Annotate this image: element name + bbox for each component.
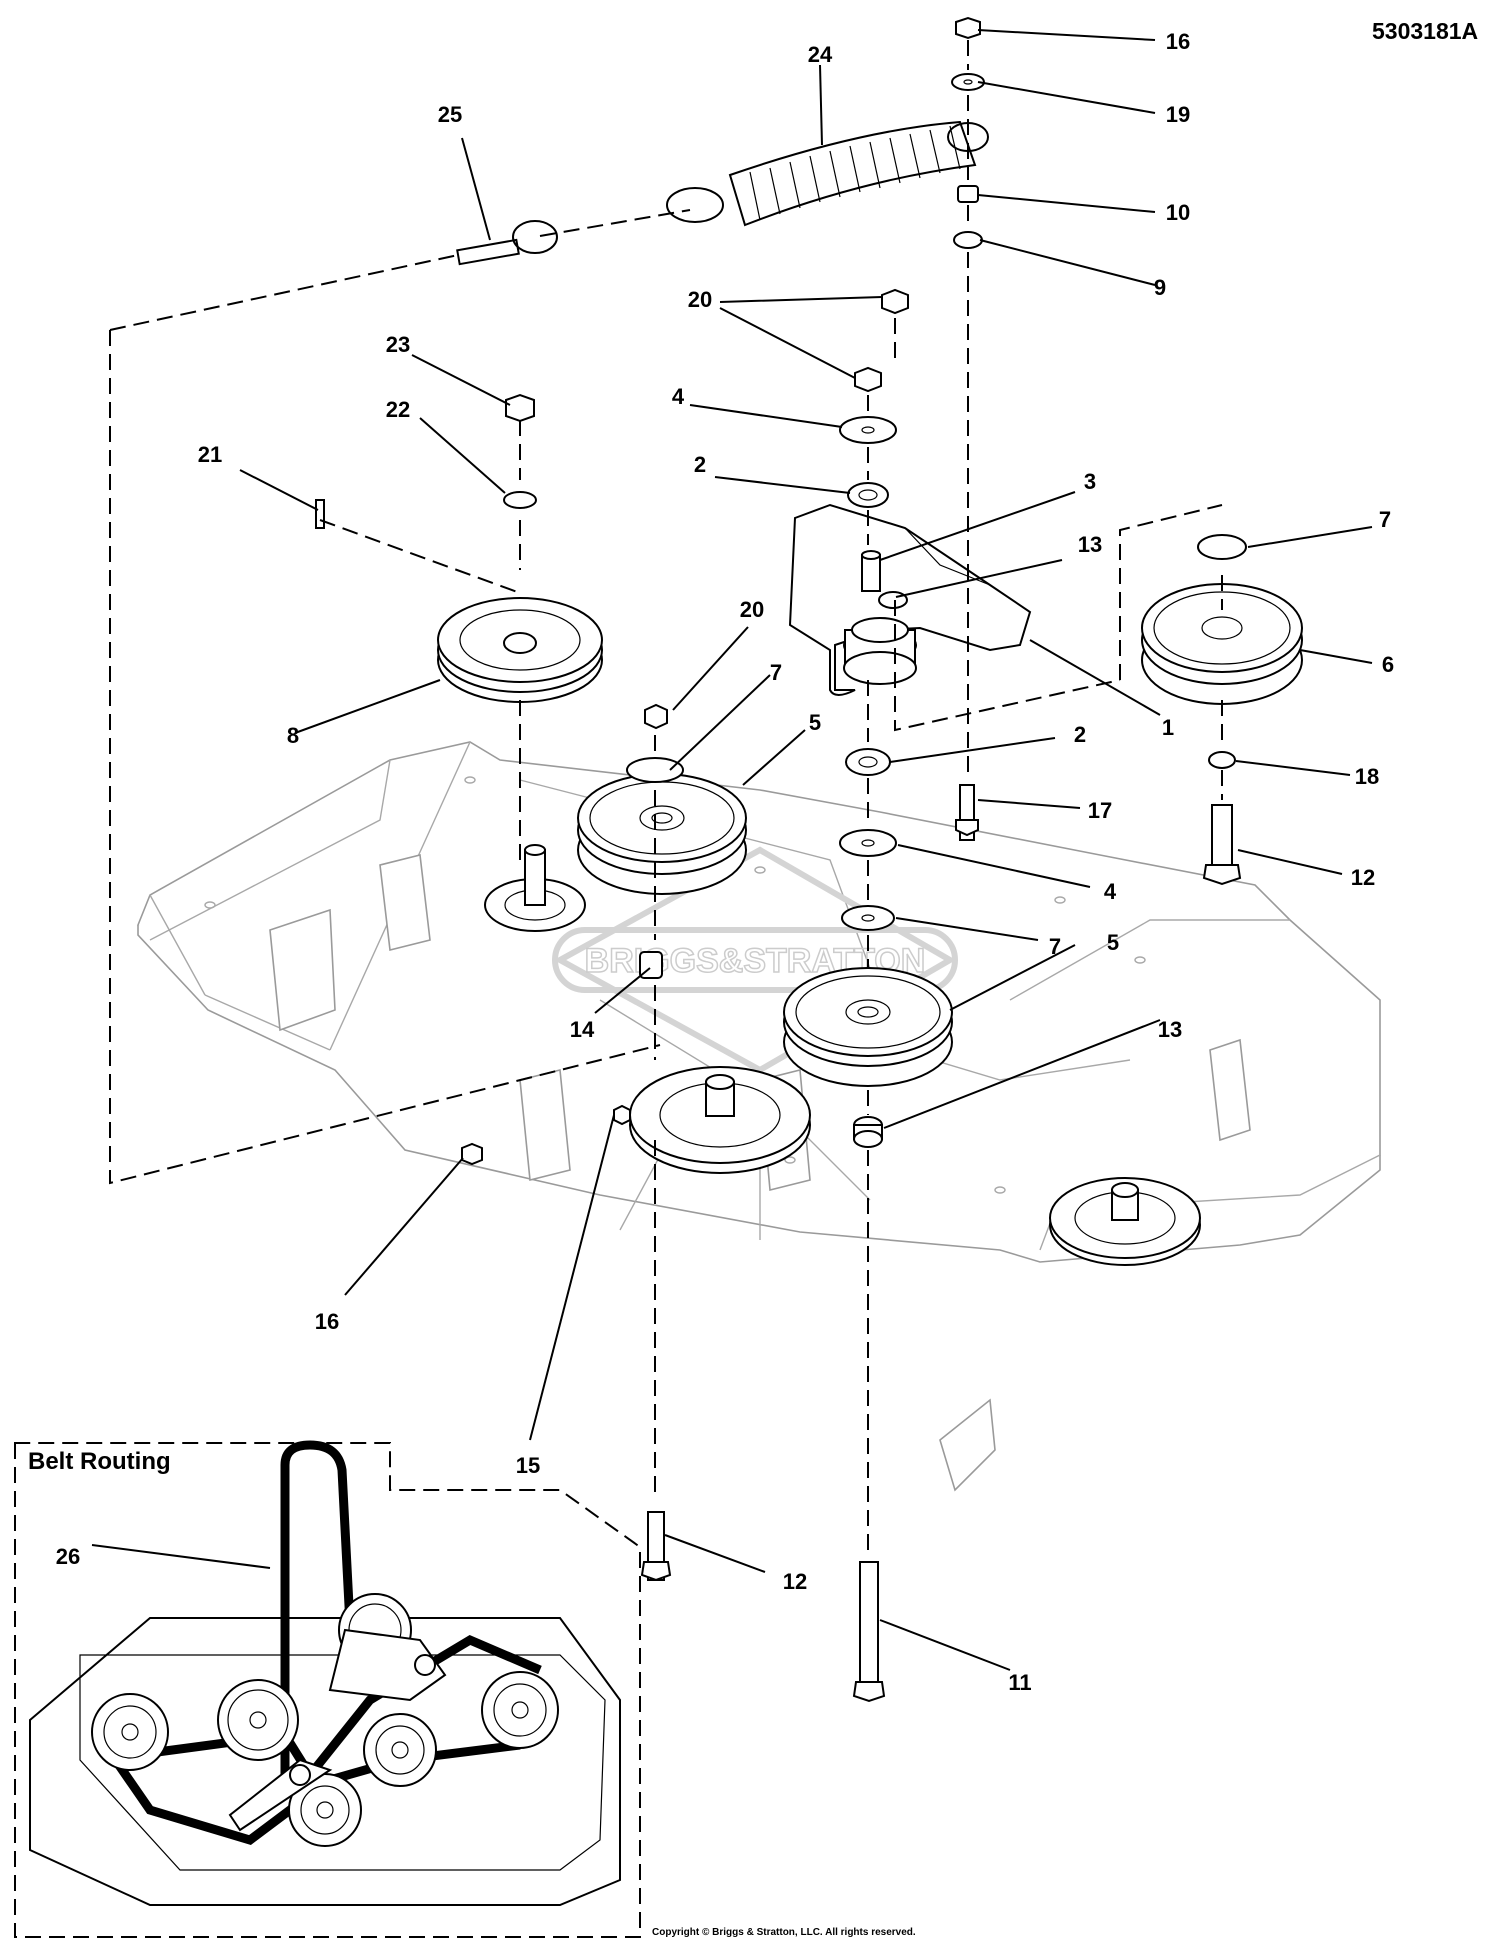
callout-19: 19 [1165, 102, 1191, 127]
callout-4-lower: 4 [1103, 879, 1117, 904]
callout-12-right: 12 [1350, 865, 1376, 890]
eyebolt [456, 220, 558, 266]
callout-14: 14 [569, 1017, 595, 1042]
callout-18: 18 [1354, 764, 1380, 789]
belt-routing-inset [29, 1440, 621, 1906]
inset-pulley-right-center [363, 1713, 437, 1787]
right-stack-hardware [951, 16, 985, 249]
document-id: 5303181A [1372, 18, 1479, 44]
callout-23: 23 [385, 332, 411, 357]
copyright-notice: Copyright © Briggs & Stratton, LLC. All … [652, 1927, 916, 1938]
callout-26: 26 [55, 1544, 81, 1569]
callout-17: 17 [1087, 798, 1113, 823]
callout-8: 8 [286, 723, 300, 748]
callout-24: 24 [807, 42, 833, 67]
deck-spindle-pulley-right [1049, 1177, 1201, 1266]
leader-lines [91, 29, 1373, 1671]
callout-10: 10 [1165, 200, 1191, 225]
idler-pulley-center [783, 967, 953, 1087]
callout-2-top: 2 [693, 452, 707, 477]
alignment-lines [14, 40, 1223, 1938]
callout-13-lower: 13 [1157, 1017, 1183, 1042]
lower-center-hardware [839, 748, 897, 1148]
callout-3: 3 [1083, 469, 1097, 494]
idler-arm [788, 503, 1032, 696]
idler-pulley-left [577, 703, 747, 979]
callout-20-top: 20 [687, 287, 713, 312]
callout-5-center: 5 [1106, 930, 1120, 955]
callout-15: 15 [515, 1453, 541, 1478]
callout-25: 25 [437, 102, 463, 127]
callout-11: 11 [1008, 1670, 1032, 1695]
deck-small-nuts [461, 1104, 631, 1166]
callout-21: 21 [197, 442, 223, 467]
extension-spring [666, 120, 989, 227]
center-stack-hardware [839, 288, 909, 508]
inset-pulley-right [481, 1671, 559, 1749]
callout-2-lower: 2 [1073, 722, 1087, 747]
inset-pulley-center-left [217, 1679, 299, 1761]
callout-6: 6 [1381, 652, 1395, 677]
callout-16-lower: 16 [314, 1309, 340, 1334]
callout-22: 22 [385, 397, 411, 422]
callout-7-right: 7 [1378, 507, 1392, 532]
deck-spindle-pulley-center [629, 1066, 811, 1174]
idler-pulley-right [1141, 534, 1303, 886]
inset-pulley-left [91, 1693, 169, 1771]
callout-5-left: 5 [808, 710, 822, 735]
callout-7-left: 7 [769, 660, 783, 685]
callout-16-top: 16 [1165, 29, 1191, 54]
callout-13-top: 13 [1077, 532, 1103, 557]
callout-7-lower: 7 [1048, 934, 1062, 959]
bolts [640, 784, 979, 1703]
callout-20-mid: 20 [739, 597, 765, 622]
deck-spindle-left [484, 844, 586, 932]
callout-1: 1 [1161, 715, 1175, 740]
callout-4-top: 4 [671, 384, 685, 409]
belt-routing-title: Belt Routing [28, 1448, 171, 1475]
callout-9: 9 [1153, 275, 1167, 300]
drive-pulley [315, 393, 603, 703]
callout-12-lower: 12 [782, 1569, 808, 1594]
